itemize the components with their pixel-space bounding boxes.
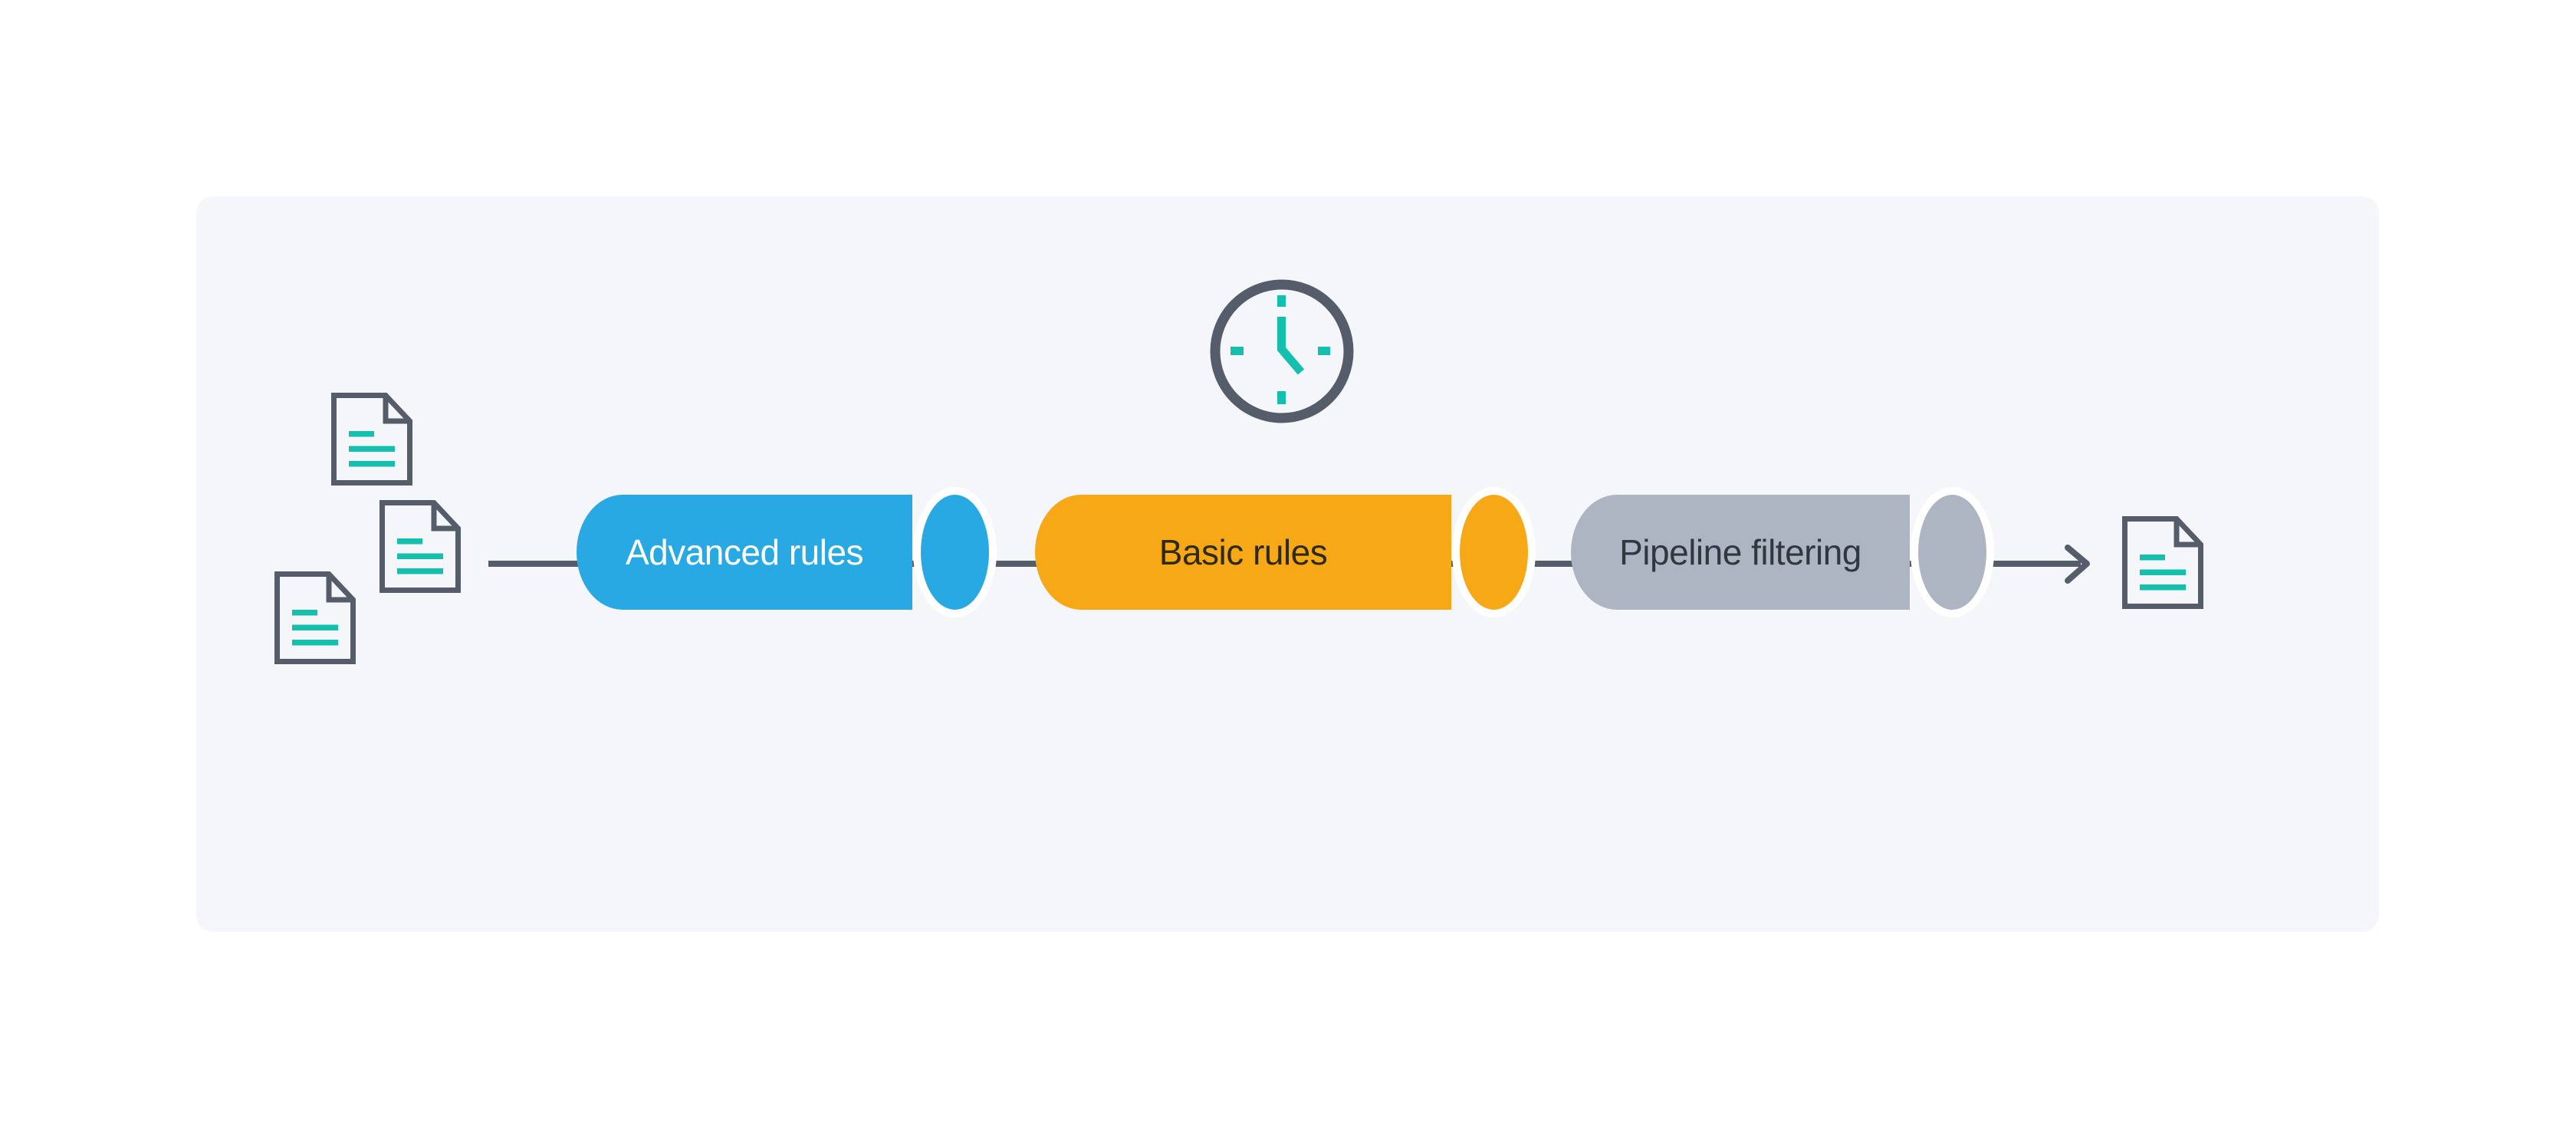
document-icon bbox=[380, 500, 461, 593]
stage-label: Advanced rules bbox=[625, 532, 864, 572]
cylinder-body: Pipeline filtering bbox=[1571, 495, 1910, 610]
clock-icon bbox=[1210, 279, 1354, 423]
cylinder-body: Basic rules bbox=[1035, 495, 1451, 610]
cylinder-cap bbox=[913, 487, 997, 617]
document-icon bbox=[274, 571, 356, 664]
stage-label: Pipeline filtering bbox=[1619, 532, 1861, 572]
cylinder-cap bbox=[1911, 487, 1994, 617]
document-icon bbox=[2122, 516, 2203, 609]
cylinder-body: Advanced rules bbox=[577, 495, 912, 610]
stage-label: Basic rules bbox=[1158, 532, 1328, 572]
cylinder-cap bbox=[1452, 487, 1536, 617]
document-icon bbox=[331, 393, 412, 486]
